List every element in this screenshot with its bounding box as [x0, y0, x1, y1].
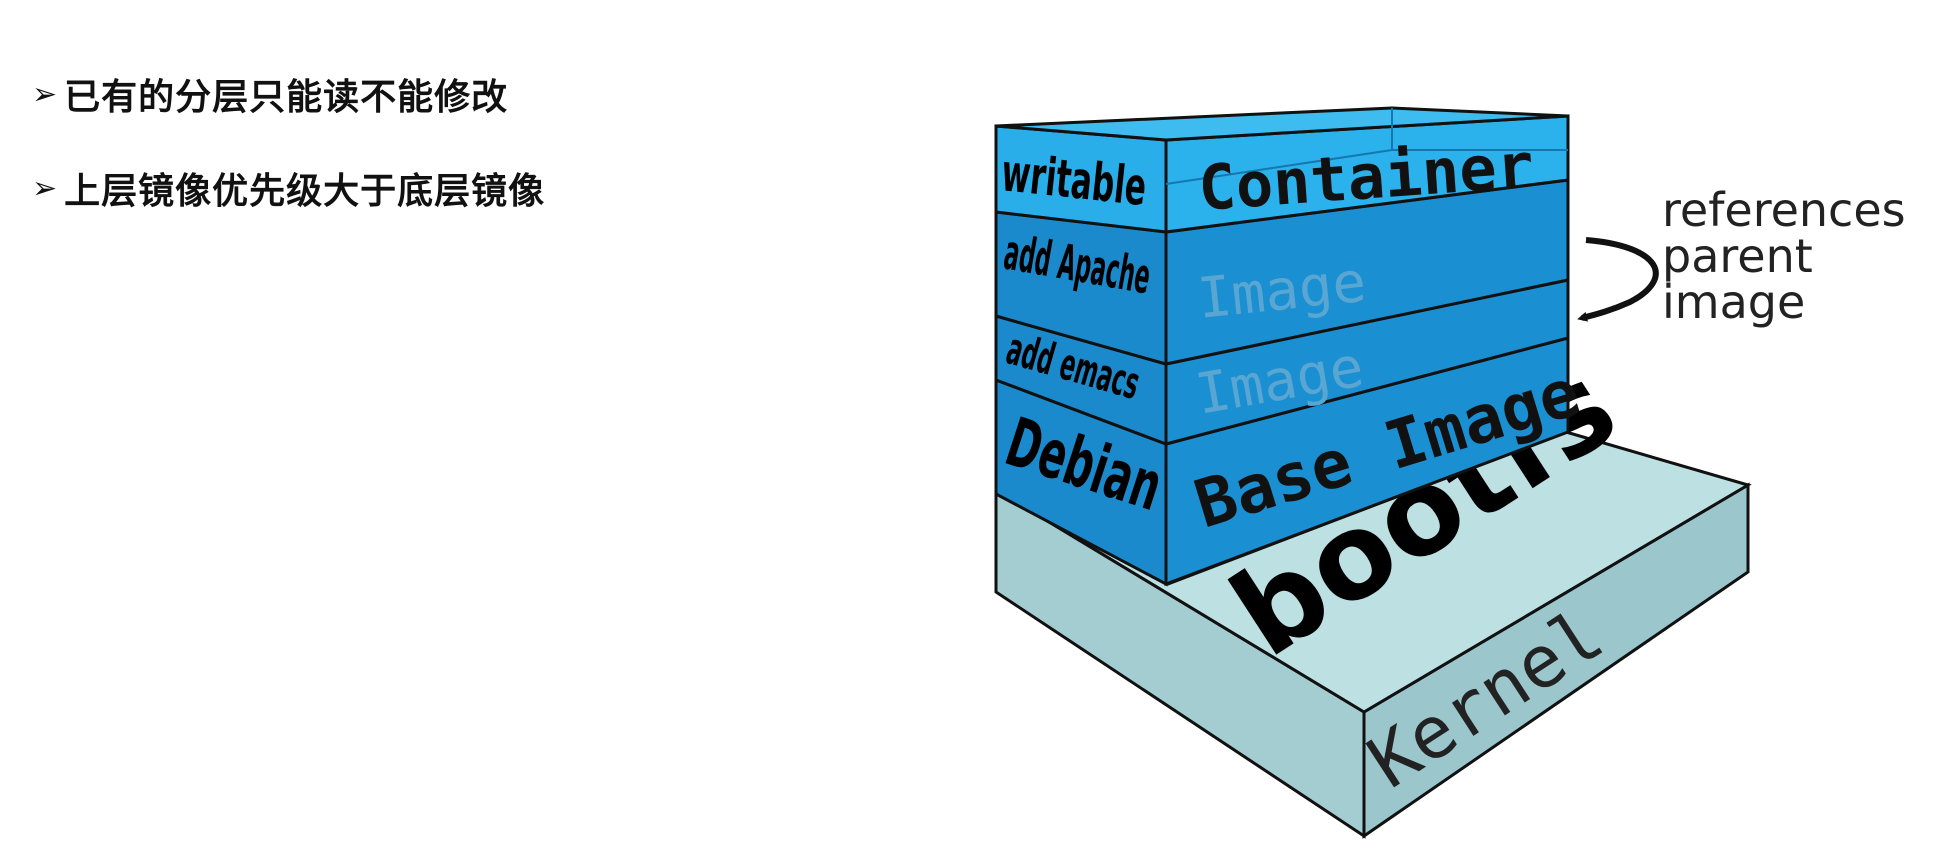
bullet-text: 已有的分层只能读不能修改 — [64, 77, 509, 118]
layer-stack — [994, 106, 1570, 587]
arrow-bullet-icon: ➢ — [32, 170, 59, 206]
bullet-item-layer-priority: ➢ 上层镜像优先级大于底层镜像 — [32, 164, 546, 213]
reference-annotation: references parent image — [1577, 183, 1906, 329]
bullet-item-readonly-layers: ➢ 已有的分层只能读不能修改 — [32, 70, 545, 119]
bullet-text: 上层镜像优先级大于底层镜像 — [64, 171, 546, 212]
container-layer-top-face — [995, 106, 1569, 142]
writable-label: writable — [999, 143, 1150, 218]
image-text: image — [1662, 275, 1805, 329]
arrow-bullet-icon: ➢ — [32, 76, 59, 112]
references-arrow-icon — [1577, 237, 1659, 322]
parent-text: parent — [1662, 229, 1813, 283]
bullet-list: ➢ 已有的分层只能读不能修改 ➢ 上层镜像优先级大于底层镜像 — [32, 70, 545, 258]
references-text: references — [1662, 183, 1906, 237]
container-inner-edge — [1165, 149, 1393, 185]
